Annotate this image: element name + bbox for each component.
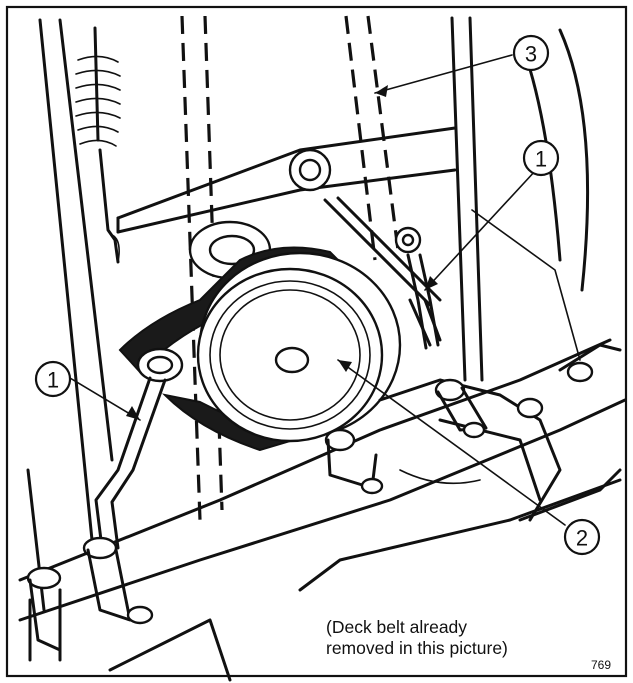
leader-lines xyxy=(69,54,566,526)
right-frame-rails xyxy=(450,16,590,382)
idler-pulley xyxy=(196,251,402,443)
figure-caption: (Deck belt already removed in this pictu… xyxy=(326,617,566,659)
callout-2-label: 2 xyxy=(576,526,588,551)
callout-1-left-label: 1 xyxy=(47,368,59,393)
figure-number: 769 xyxy=(590,658,611,672)
callout-1-top-label: 1 xyxy=(535,147,547,172)
callout-2: 2 xyxy=(563,518,601,556)
belt-guide-rod-right xyxy=(406,253,440,350)
caption-line-1: (Deck belt already xyxy=(326,617,468,637)
slotted-bracket xyxy=(323,196,442,347)
idler-arm-bracket xyxy=(116,126,457,234)
tension-spring xyxy=(75,26,121,264)
figure-border xyxy=(5,5,628,678)
callout-1-left: 1 xyxy=(34,360,72,398)
callout-3-label: 3 xyxy=(525,42,537,67)
belt-guide-rod-left xyxy=(94,376,167,550)
deck-fasteners xyxy=(26,361,594,652)
callout-3: 3 xyxy=(512,34,550,72)
caption-line-2: removed in this picture) xyxy=(326,638,508,658)
callout-1-top: 1 xyxy=(522,139,560,177)
belt-guide-roller xyxy=(136,347,184,383)
